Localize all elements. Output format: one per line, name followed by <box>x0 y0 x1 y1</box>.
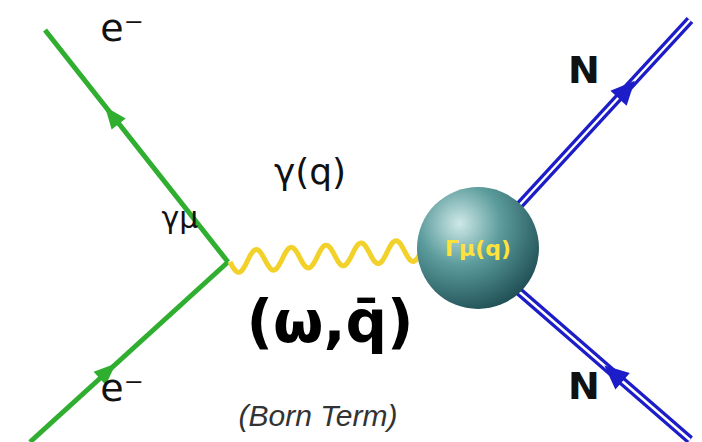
particle-label: e⁻ <box>100 9 143 47</box>
electron-line <box>30 262 228 442</box>
particle-label: e⁻ <box>100 369 143 407</box>
particle-label: N <box>568 367 600 405</box>
nucleon-line <box>515 20 690 210</box>
blob-circle <box>417 187 539 309</box>
diagram-caption: (Born Term) <box>239 401 398 431</box>
vertex-blob: Γμ(q) <box>416 186 540 310</box>
photon-label: γ(q) <box>274 154 346 190</box>
kinematics-label: (ω,q̄) <box>247 293 414 351</box>
photon-line <box>230 241 422 273</box>
particle-label: N <box>568 51 600 89</box>
nucleon-arrow <box>597 357 630 389</box>
nucleon-arrow <box>610 73 642 106</box>
electron-arrow <box>98 101 126 129</box>
vertex-label: Γμ(q) <box>445 236 511 261</box>
nucleon-line <box>515 288 690 440</box>
vertex-symbol: γμ <box>162 203 199 233</box>
electron-line <box>45 30 228 262</box>
